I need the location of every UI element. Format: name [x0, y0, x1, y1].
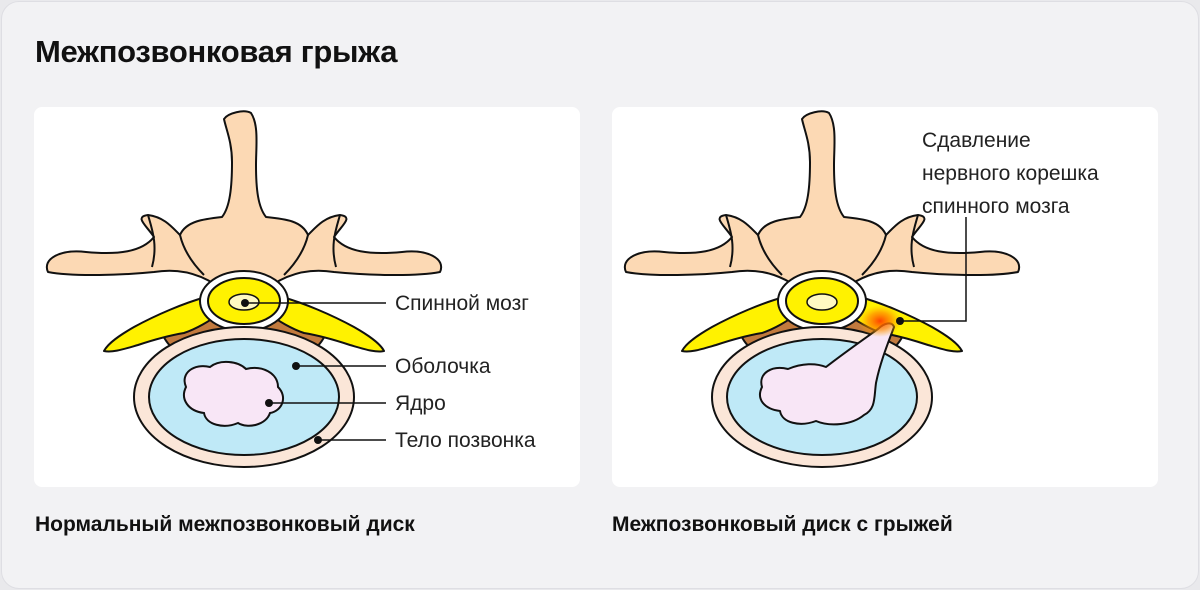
- label-compression-line2: нервного корешка: [922, 162, 1099, 185]
- normal-disc-panel: Спинной мозг Оболочка Ядро Тело позвонка: [34, 107, 580, 487]
- herniated-disc-panel: Сдавление нервного корешка спинного мозг…: [612, 107, 1158, 487]
- herniated-nucleus: [759, 322, 895, 426]
- caption-normal: Нормальный межпозвонковый диск: [35, 513, 415, 536]
- nerve-root-left: [103, 296, 221, 353]
- herniated-disc-illustration: Сдавление нервного корешка спинного мозг…: [623, 110, 1099, 468]
- facet-right: [861, 214, 919, 276]
- compression-glow: [858, 305, 902, 337]
- leader-compression: [900, 217, 967, 322]
- nerve-root-right: [267, 296, 385, 353]
- vertebra-arch: [623, 110, 1021, 296]
- label-compression-line1: Сдавление: [922, 129, 1031, 152]
- normal-disc-illustration: Спинной мозг Оболочка Ядро Тело позвонка: [45, 110, 536, 468]
- label-nucleus: Ядро: [395, 392, 446, 415]
- facet-right: [283, 214, 341, 276]
- label-vertebral-body: Тело позвонка: [395, 429, 536, 452]
- caption-herniated: Межпозвонковый диск с грыжей: [612, 513, 953, 536]
- page-title: Межпозвонковая грыжа: [35, 34, 398, 69]
- facet-left: [147, 214, 205, 276]
- vertebra-arch: [45, 110, 443, 296]
- label-annulus: Оболочка: [395, 355, 491, 378]
- label-compression-line3: спинного мозга: [922, 195, 1070, 218]
- nerve-root-left: [681, 296, 799, 353]
- spinal-cord-inner: [806, 293, 838, 311]
- label-spinal-cord: Спинной мозг: [395, 292, 529, 315]
- facet-left: [725, 214, 783, 276]
